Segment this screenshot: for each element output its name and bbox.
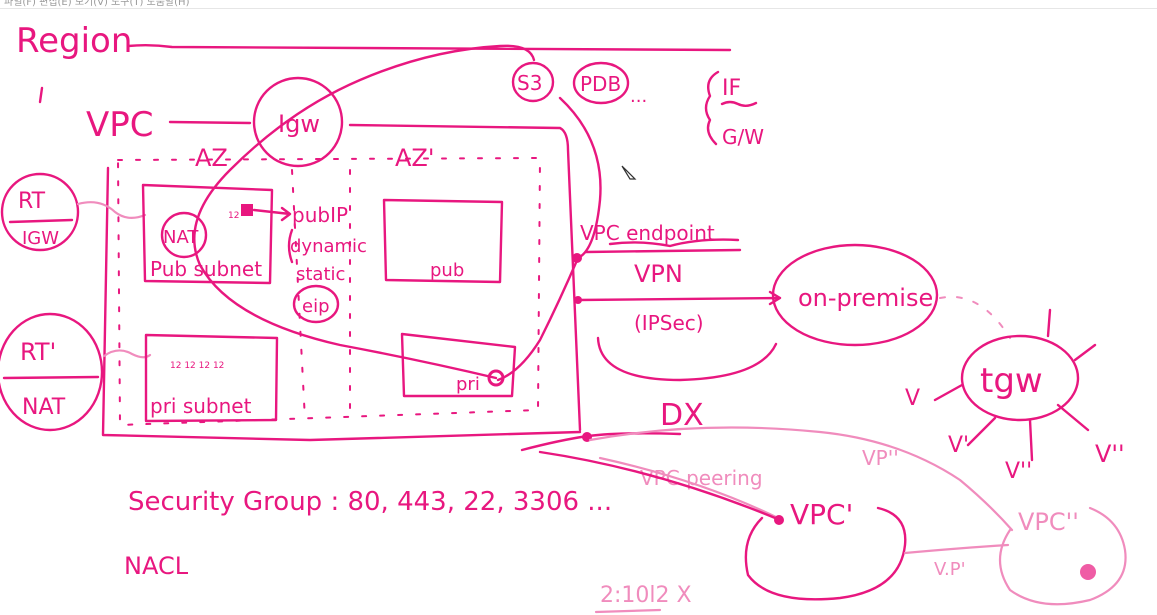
pub-subnet-label: Pub subnet — [150, 257, 262, 281]
korean-note-underline — [594, 608, 662, 614]
pri-ip-marks: 12 12 12 12 — [170, 361, 224, 371]
tgw-spoke-v2: V' — [948, 433, 969, 458]
rt-igw-divider — [8, 218, 74, 224]
pubip-arrow — [252, 206, 292, 222]
vpn-return-curve — [596, 336, 778, 382]
onpremise-circle — [771, 243, 939, 347]
region-tick — [38, 86, 44, 104]
rt-label: RT — [18, 189, 46, 214]
vpc-dprime-scribble-icon — [1080, 564, 1096, 580]
vpc-label: VPC — [86, 105, 154, 145]
nat-label: NAT — [163, 227, 199, 248]
gw-label: G/W — [722, 125, 764, 149]
onpremise-tgw-dash — [939, 295, 1011, 339]
rt2-nat-circle — [0, 312, 104, 432]
if-label: IF — [722, 76, 741, 101]
pri-subnet-box — [144, 333, 279, 423]
vpc-endpoint-dot — [572, 253, 582, 263]
ipsec-label: (IPSec) — [634, 311, 704, 335]
az2-pri-box — [400, 332, 517, 398]
rt-igw-circle — [0, 172, 80, 252]
az-divider-1 — [291, 169, 306, 421]
vpc-dprime-circle — [999, 506, 1127, 606]
rt-igw-connector — [76, 201, 147, 219]
vpc-prime-curve — [538, 450, 782, 522]
nat-circle — [160, 211, 208, 259]
igw-circle — [252, 76, 344, 168]
tgw-label: tgw — [980, 361, 1043, 401]
pubip-marker — [241, 204, 253, 216]
tgw-spokes — [933, 308, 1097, 462]
region-line — [126, 44, 732, 52]
rt2-nat-label: NAT — [22, 395, 66, 420]
static-label: static — [296, 264, 345, 285]
region-label: Region — [16, 21, 132, 61]
az-label: AZ — [195, 144, 228, 172]
vpc-prime-circle — [744, 506, 907, 601]
menu-bar-text: 파일(F) 편집(E) 보기(V) 도구(T) 도움말(H) — [4, 0, 190, 8]
s3-circle — [511, 61, 555, 103]
vpc-prime-dot — [774, 515, 784, 525]
tgw-circle — [960, 334, 1080, 422]
tgw-spoke-v3: V'' — [1005, 459, 1032, 484]
korean-note: 2:10l2 X — [600, 583, 692, 608]
vpc-prime-label: VPC' — [790, 498, 853, 531]
if-underline — [720, 100, 758, 107]
az2-pri-label: pri — [456, 374, 480, 395]
pencil-cursor-icon — [621, 165, 637, 180]
pubip-label: pubIP — [292, 203, 348, 227]
vpc-dprime-label: VPC'' — [1018, 508, 1079, 536]
peering-line-top — [588, 426, 1014, 532]
rt-igw-label: IGW — [22, 228, 59, 249]
pdb-circle — [572, 61, 630, 105]
dynamic-label: dynamic — [290, 236, 367, 257]
vpc-top-line — [168, 120, 582, 432]
s3-label: S3 — [517, 71, 542, 95]
vpc-box — [101, 166, 582, 442]
vpc-endpoint-underline — [584, 238, 742, 254]
if-gw-bracket — [704, 70, 720, 146]
nacl-label: NACL — [124, 552, 189, 580]
vpn-label: VPN — [634, 260, 683, 288]
onpremise-label: on-premise — [798, 284, 933, 312]
vpn-line — [576, 290, 782, 306]
menu-bar: 파일(F) 편집(E) 보기(V) 도구(T) 도움말(H) — [0, 0, 1157, 9]
tgw-spoke-v4: V'' — [1095, 440, 1125, 468]
az2-pub-box — [382, 198, 504, 284]
rt2-nat-divider — [2, 375, 100, 380]
peering-line-to-vpc1 — [598, 456, 780, 520]
pri-subnet-label: pri subnet — [150, 394, 252, 418]
pub-ip-marks: 12 — [228, 211, 239, 221]
az2-pub-label: pub — [430, 260, 464, 281]
vp2-label: V.P' — [934, 559, 966, 580]
dx-line — [520, 432, 682, 452]
pdb-label: PDB — [580, 72, 621, 96]
security-group-label: Security Group : 80, 443, 22, 3306 ... — [128, 487, 612, 517]
pdb-ellipsis: ... — [630, 86, 647, 107]
pub-subnet-box — [141, 183, 274, 285]
rt2-connector — [102, 349, 152, 359]
rt2-label: RT' — [20, 338, 56, 366]
eip-label: eip — [302, 296, 330, 317]
tgw-spoke-v: V — [905, 386, 920, 411]
route-curve — [193, 44, 536, 380]
eip-circle — [292, 284, 340, 324]
vp1-label: VP'' — [862, 446, 899, 470]
vpc-prime-to-dprime-line — [903, 543, 1010, 555]
az2-label: AZ' — [395, 144, 434, 172]
ip-bracket — [287, 228, 294, 264]
